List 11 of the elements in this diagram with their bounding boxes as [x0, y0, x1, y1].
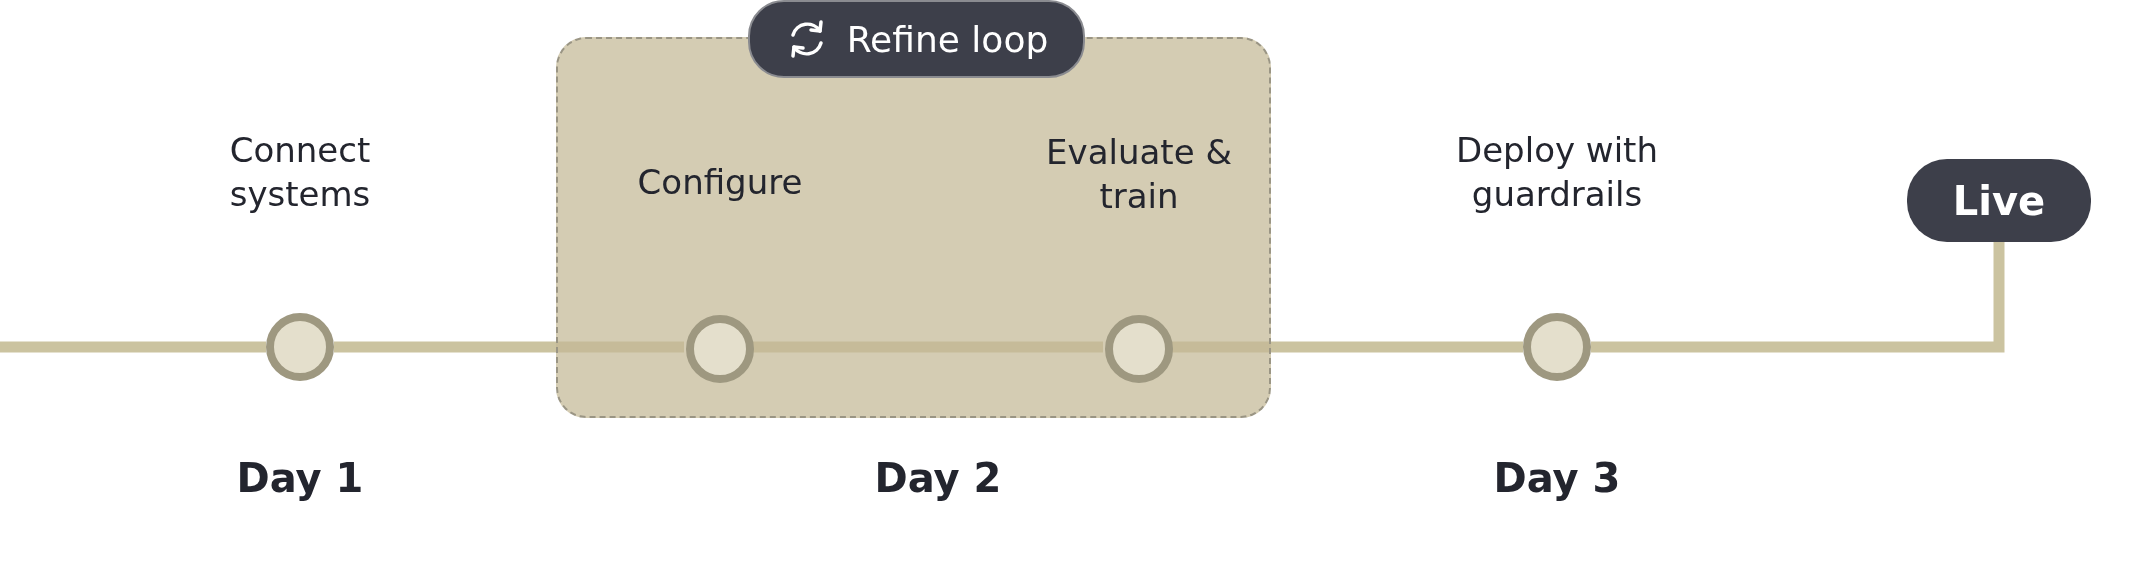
timeline-line	[0, 341, 266, 353]
day-label: Day 1	[235, 455, 365, 501]
day-label: Day 3	[1492, 455, 1622, 501]
step-label: Deploy with guardrails	[1455, 129, 1659, 216]
step-label: Configure	[636, 161, 804, 204]
day-label: Day 2	[873, 455, 1003, 501]
status-badge: Live	[1907, 159, 2091, 242]
loop-title: Refine loop	[846, 18, 1049, 60]
timeline-line	[1591, 242, 2005, 353]
step-label: Evaluate & train	[1045, 131, 1233, 218]
step-label: Connect systems	[228, 129, 372, 216]
